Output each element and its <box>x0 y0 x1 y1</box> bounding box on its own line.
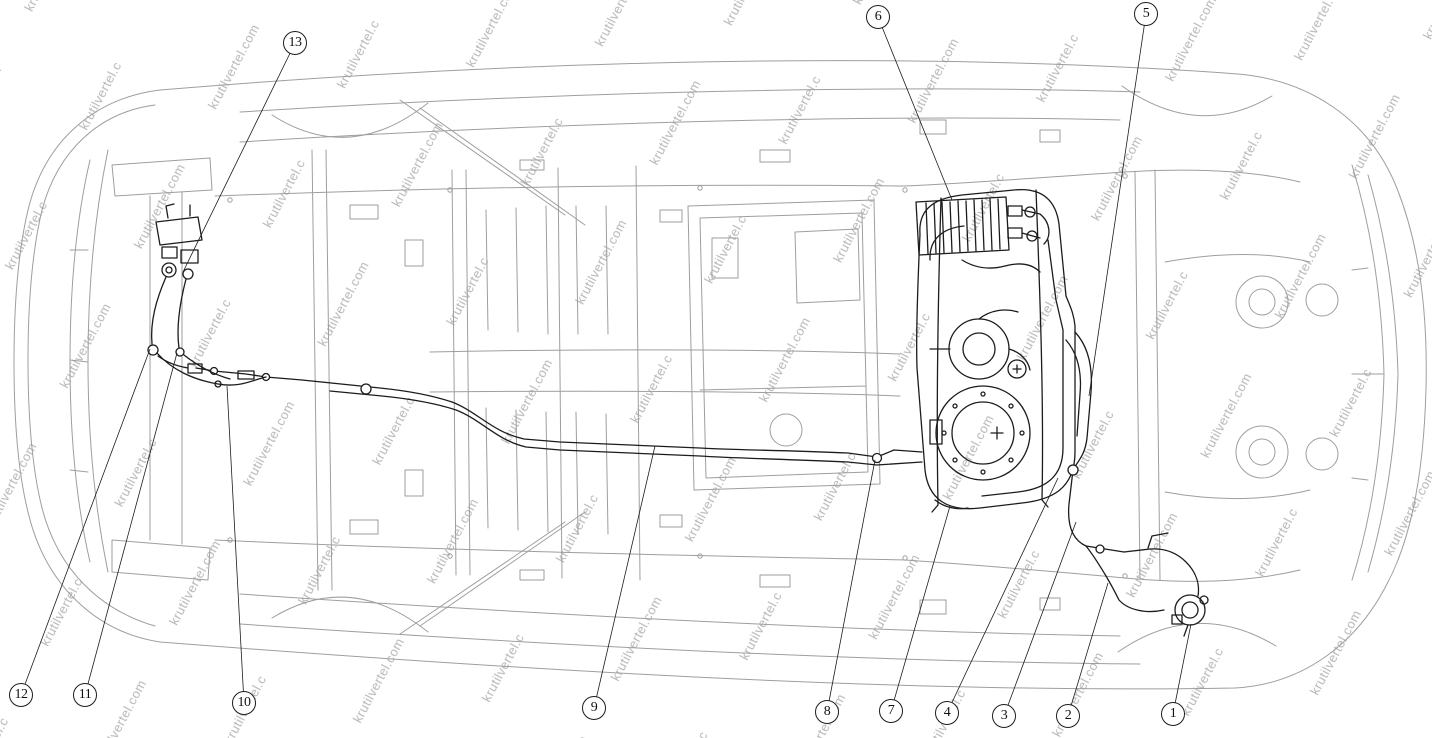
fuel-sender-unit <box>929 259 1041 380</box>
evap-canister <box>915 196 1050 256</box>
fuel-pump-module <box>929 385 1031 481</box>
callout-1: 1 <box>1161 702 1185 726</box>
leader-line-1 <box>1172 623 1192 715</box>
car-underbody-drawing <box>13 60 1427 690</box>
leader-line-10 <box>226 385 245 704</box>
fuel-system-drawing <box>147 189 1209 637</box>
callout-4: 4 <box>935 701 959 725</box>
callout-10: 10 <box>232 691 256 715</box>
callout-2: 2 <box>1056 704 1080 728</box>
callout-13-label: 13 <box>288 35 303 50</box>
leader-lines <box>20 13 1192 717</box>
leader-line-5 <box>1088 13 1147 397</box>
callout-4-label: 4 <box>943 705 951 720</box>
leader-line-13 <box>182 42 296 273</box>
callout-9: 9 <box>582 696 606 720</box>
callout-10-label: 10 <box>237 695 252 710</box>
leader-line-12 <box>20 348 151 696</box>
callout-7-label: 7 <box>887 703 895 718</box>
leader-line-11 <box>84 352 178 696</box>
callout-12-label: 12 <box>14 687 29 702</box>
callout-6-label: 6 <box>874 9 882 24</box>
leader-line-7 <box>890 505 951 712</box>
callout-5: 5 <box>1134 2 1158 26</box>
callout-2-label: 2 <box>1064 708 1072 723</box>
callout-3-label: 3 <box>1000 708 1008 723</box>
front-filter-assembly <box>147 203 267 388</box>
callout-7: 7 <box>879 699 903 723</box>
callout-13: 13 <box>283 31 307 55</box>
callout-9-label: 9 <box>590 700 598 715</box>
leader-line-4 <box>946 477 1059 714</box>
filler-hoses <box>1065 331 1200 613</box>
callout-12: 12 <box>9 683 33 707</box>
callout-11: 11 <box>73 683 97 707</box>
leader-line-6 <box>877 16 953 201</box>
callout-8: 8 <box>815 700 839 724</box>
leader-line-8 <box>826 459 876 713</box>
callout-6: 6 <box>866 5 890 29</box>
callout-1-label: 1 <box>1169 706 1177 721</box>
callout-3: 3 <box>992 704 1016 728</box>
filler-neck-unit <box>1171 594 1209 637</box>
leader-line-2 <box>1067 582 1109 717</box>
callout-11-label: 11 <box>78 687 92 702</box>
leader-line-9 <box>593 445 656 709</box>
fuel-lines-front <box>157 355 923 466</box>
callout-5-label: 5 <box>1142 6 1150 21</box>
callout-8-label: 8 <box>823 704 831 719</box>
leader-line-3 <box>1003 521 1077 717</box>
